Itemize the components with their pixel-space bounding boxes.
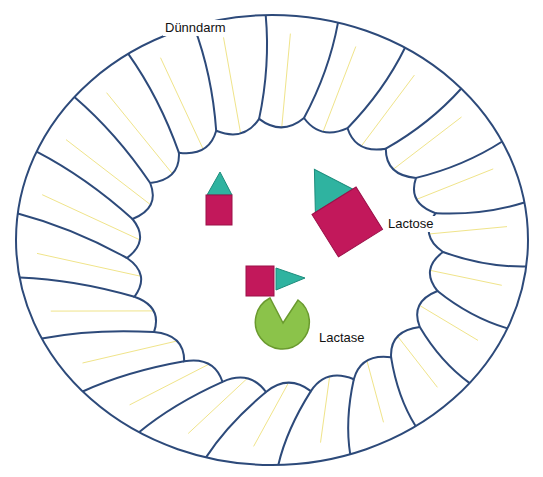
enzyme-label: Lactase (317, 330, 367, 346)
lactose-molecule (206, 172, 232, 225)
molecule-label: Lactose (386, 216, 436, 232)
villus-vessel (417, 169, 493, 199)
villus-vessel (420, 306, 478, 341)
villus-border (443, 252, 526, 267)
lactose-molecule (292, 156, 382, 257)
villus-border (416, 142, 502, 178)
villus-vessel (42, 195, 139, 240)
villi-group (16, 15, 528, 465)
villus-border (420, 327, 470, 383)
villus-border (259, 15, 267, 119)
villus-border (206, 392, 266, 457)
villus-vessel (282, 34, 291, 127)
villus-border (348, 379, 354, 454)
villus-border (37, 152, 133, 219)
villus-border (348, 48, 406, 128)
villus-vessel (321, 377, 330, 442)
villus-border (74, 97, 150, 183)
villus-border (194, 26, 216, 131)
villus-border (278, 391, 311, 465)
villi-surface (127, 118, 443, 392)
villus-vessel (224, 37, 241, 132)
lactase-enzyme (255, 298, 309, 349)
villus-border (436, 203, 525, 214)
villus-border (386, 89, 462, 149)
villus-vessel (83, 341, 177, 363)
villus-border (20, 278, 135, 297)
villus-border (42, 331, 154, 338)
villus-vessel (107, 93, 172, 173)
villus-vessel (188, 379, 247, 434)
villus-border (139, 382, 223, 432)
villus-vessel (161, 58, 203, 149)
villus-vessel (51, 310, 153, 311)
lactose-molecule (246, 266, 305, 296)
villus-vessel (430, 227, 507, 234)
villus-vessel (394, 117, 462, 169)
intestine-wall (16, 15, 528, 465)
villus-vessel (431, 271, 502, 286)
villus-border (83, 361, 185, 391)
villus-border (128, 54, 179, 153)
villus-vessel (254, 383, 289, 446)
villus-border (18, 214, 127, 259)
villus-border (304, 23, 338, 118)
villus-vessel (367, 361, 383, 422)
villus-vessel (66, 140, 150, 205)
organ-label: Dünndarm (163, 20, 228, 36)
villus-border (391, 357, 416, 426)
villus-border (438, 291, 508, 328)
